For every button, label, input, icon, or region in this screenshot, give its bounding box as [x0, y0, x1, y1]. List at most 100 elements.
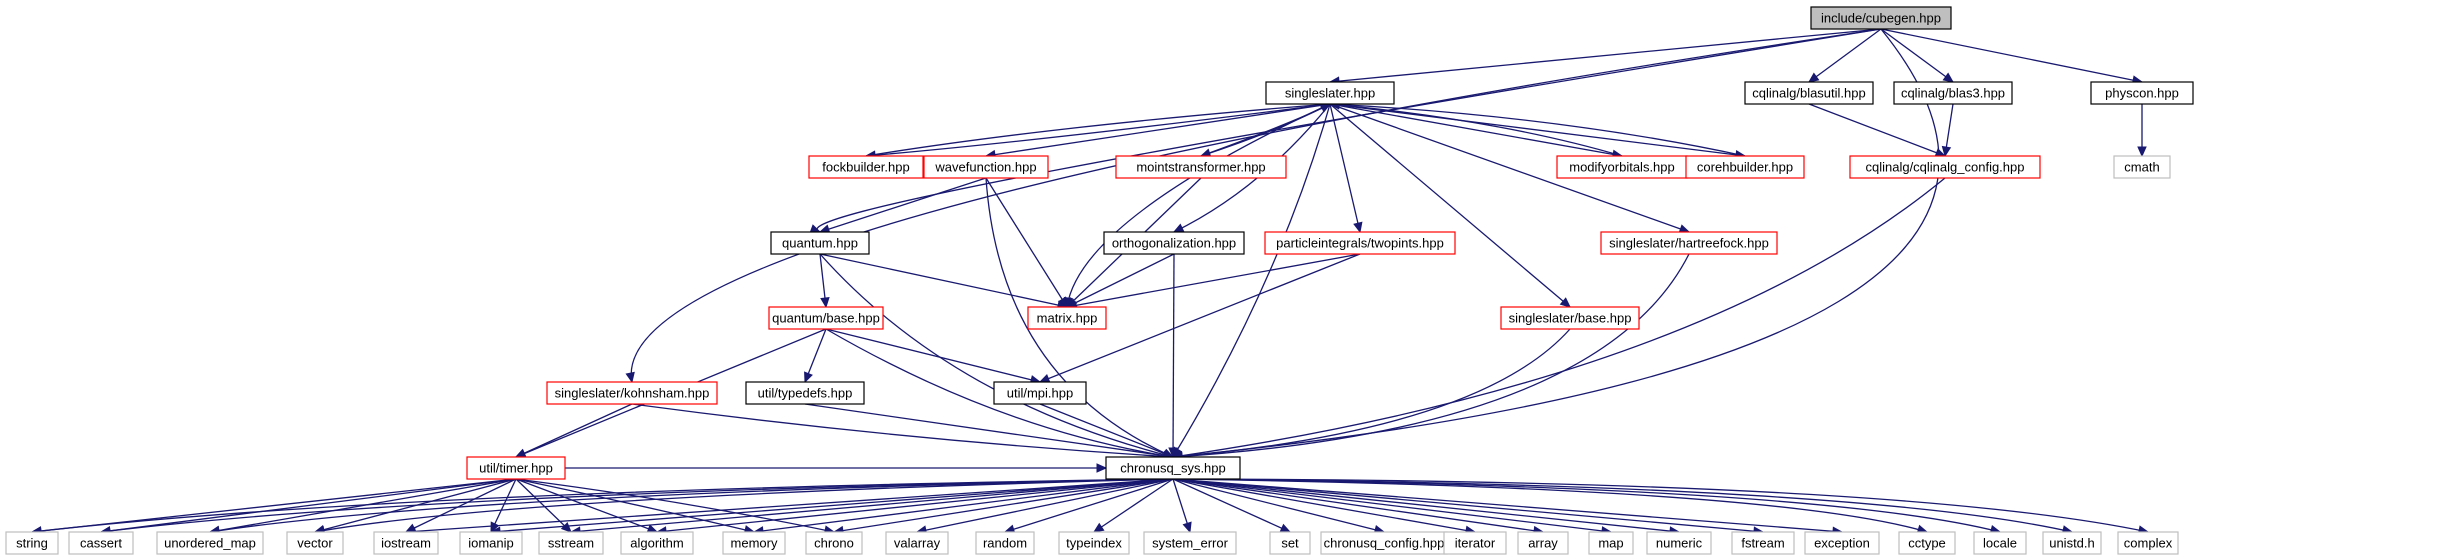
edge-fockbuilder-to-singleslater	[865, 103, 1331, 157]
edge-timer-to-iostream	[405, 478, 517, 533]
node-cqlinalg-config[interactable]: cqlinalg/cqlinalg_config.hpp	[1849, 155, 2041, 179]
node-box	[1265, 81, 1395, 105]
edge-chronusq_sys-to-fstream	[1172, 478, 1764, 533]
node-modifyorbitals[interactable]: modifyorbitals.hpp	[1556, 155, 1688, 179]
arrowhead-chronusq_sys-to-set	[1279, 523, 1292, 533]
node-label: singleslater.hpp	[1285, 86, 1375, 101]
node-box	[373, 531, 439, 555]
edge-chronusq_sys-to-chronusq_config	[1172, 478, 1385, 533]
node-box	[1103, 231, 1245, 255]
edge-chronusq_sys-to-numeric	[1172, 478, 1680, 533]
node-kohnsham[interactable]: singleslater/kohnsham.hpp	[546, 381, 718, 405]
arrowhead-quantum-to-quantum_base	[820, 297, 830, 309]
node-blas3[interactable]: cqlinalg/blas3.hpp	[1893, 81, 2013, 105]
node-label: singleslater/hartreefock.hpp	[1609, 236, 1769, 251]
edge-wavefunction-to-matrix	[985, 177, 1068, 308]
node-cctype: cctype	[1898, 531, 1956, 555]
arrowhead-cubegen-to-blas3	[1942, 72, 1954, 83]
edge-cubegen-to-blasutil	[1808, 28, 1882, 83]
node-label: string	[16, 536, 48, 551]
edge-orthogonalization-to-matrix	[1066, 253, 1175, 308]
node-label: modifyorbitals.hpp	[1569, 160, 1675, 175]
edge-kohnsham-to-chronusq_sys	[631, 403, 1174, 458]
node-box	[1973, 531, 2027, 555]
edge-singleslater-to-chronusq_sys	[1172, 103, 1331, 458]
node-timer[interactable]: util/timer.hpp	[466, 456, 566, 480]
node-box	[1898, 531, 1956, 555]
node-label: sstream	[548, 536, 594, 551]
edge-singleslater-to-modifyorbitals	[1329, 103, 1623, 157]
node-singleslater[interactable]: singleslater.hpp	[1265, 81, 1395, 105]
node-mpi[interactable]: util/mpi.hpp	[993, 381, 1087, 405]
node-box	[1744, 81, 1874, 105]
node-ss-base[interactable]: singleslater/base.hpp	[1500, 306, 1640, 330]
node-label: numeric	[1656, 536, 1703, 551]
node-label: cqlinalg/blas3.hpp	[1901, 86, 2005, 101]
node-box	[2113, 155, 2171, 179]
node-typedefs[interactable]: util/typedefs.hpp	[745, 381, 865, 405]
node-label: cmath	[2124, 160, 2159, 175]
node-hartreefock[interactable]: singleslater/hartreefock.hpp	[1600, 231, 1778, 255]
arrowhead-blas3-to-cqlinalg_config	[1941, 145, 1952, 158]
arrowhead-cubegen-to-blasutil	[1808, 72, 1820, 83]
node-complex: complex	[2117, 531, 2179, 555]
edge-chronusq_sys-to-sstream	[570, 478, 1174, 533]
node-box	[1058, 531, 1130, 555]
node-box	[538, 531, 604, 555]
node-chronusq-sys[interactable]: chronusq_sys.hpp	[1105, 456, 1241, 480]
node-mointstransformer[interactable]: mointstransformer.hpp	[1115, 155, 1287, 179]
node-wavefunction[interactable]: wavefunction.hpp	[923, 155, 1049, 179]
edge-wavefunction-to-quantum	[819, 177, 987, 233]
node-corehbuilder[interactable]: corehbuilder.hpp	[1685, 155, 1805, 179]
node-box	[1517, 531, 1569, 555]
node-orthogonalization[interactable]: orthogonalization.hpp	[1103, 231, 1245, 255]
edge-ss_base-to-chronusq_sys	[1172, 328, 1571, 458]
node-algorithm: algorithm	[620, 531, 694, 555]
arrowhead-timer-to-chronusq_sys	[1096, 463, 1108, 473]
arrowhead-chronusq_sys-to-typeindex	[1092, 522, 1105, 533]
node-label: orthogonalization.hpp	[1112, 236, 1236, 251]
node-label: locale	[1983, 536, 2017, 551]
node-box	[768, 306, 884, 330]
node-box	[1804, 531, 1880, 555]
edge-chronusq_sys-to-iomanip	[490, 478, 1174, 533]
node-label: iterator	[1455, 536, 1496, 551]
edge-chronusq_sys-to-vector	[314, 478, 1174, 533]
node-fockbuilder[interactable]: fockbuilder.hpp	[808, 155, 924, 179]
node-box	[1443, 531, 1507, 555]
node-box	[5, 531, 59, 555]
node-cassert: cassert	[68, 531, 134, 555]
edge-singleslater-to-matrix	[1066, 103, 1331, 308]
arrowhead-kohnsham-to-timer	[514, 448, 527, 458]
node-box	[1115, 155, 1287, 179]
node-box	[1105, 456, 1241, 480]
node-label: chrono	[814, 536, 854, 551]
edge-cubegen-to-kohnsham	[630, 28, 1882, 383]
node-box	[466, 456, 566, 480]
node-twopints[interactable]: particleintegrals/twopints.hpp	[1264, 231, 1456, 255]
node-cubegen[interactable]: include/cubegen.hpp	[1810, 6, 1952, 30]
edge-singleslater-to-orthogonalization	[1173, 103, 1331, 233]
edge-corehbuilder-to-singleslater	[1329, 103, 1746, 157]
node-random: random	[975, 531, 1035, 555]
edge-quantum_base-to-mpi	[825, 328, 1041, 383]
node-blasutil[interactable]: cqlinalg/blasutil.hpp	[1744, 81, 1874, 105]
node-box	[1685, 155, 1805, 179]
node-physcon[interactable]: physcon.hpp	[2090, 81, 2194, 105]
arrowhead-chronusq_sys-to-system_error	[1182, 521, 1192, 534]
node-label: map	[1598, 536, 1623, 551]
node-matrix[interactable]: matrix.hpp	[1027, 306, 1107, 330]
node-label: exception	[1814, 536, 1870, 551]
node-label: matrix.hpp	[1037, 311, 1098, 326]
node-box	[745, 381, 865, 405]
node-quantum[interactable]: quantum.hpp	[770, 231, 870, 255]
node-numeric: numeric	[1646, 531, 1712, 555]
node-label: quantum/base.hpp	[772, 311, 880, 326]
node-exception: exception	[1804, 531, 1880, 555]
node-box	[722, 531, 786, 555]
node-box	[1588, 531, 1634, 555]
edge-chronusq_sys-to-set	[1172, 478, 1291, 533]
node-box	[1027, 306, 1107, 330]
node-quantum-base[interactable]: quantum/base.hpp	[768, 306, 884, 330]
arrowhead-singleslater-to-twopints	[1353, 221, 1363, 234]
